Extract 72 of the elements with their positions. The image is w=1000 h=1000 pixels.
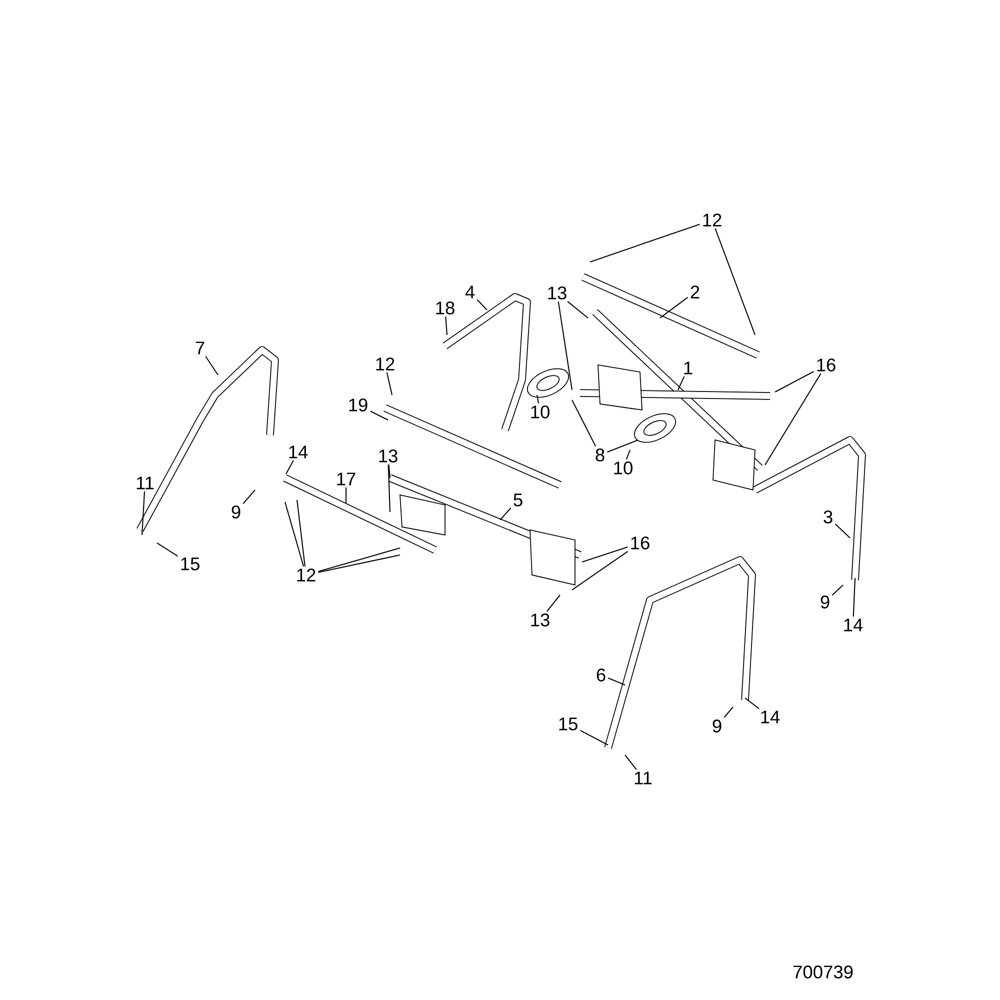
leader-line (445, 316, 448, 336)
callout-number: 14 (844, 618, 863, 632)
leader-line (590, 224, 700, 262)
leader-line (582, 546, 628, 562)
leader-line (536, 394, 540, 404)
callout-number: 18 (436, 301, 454, 314)
leader-line (476, 299, 488, 310)
callout-number: 6 (596, 668, 606, 682)
callout-number: 16 (817, 358, 836, 372)
leader-line (660, 296, 688, 318)
callout-number: 15 (559, 718, 578, 730)
callout-number: 13 (548, 286, 566, 300)
leader-line (572, 400, 596, 447)
callout-number: 9 (712, 720, 722, 732)
leader-line (546, 594, 560, 612)
leader-line (296, 500, 306, 567)
callout-number: 13 (531, 614, 550, 626)
leader-line (774, 371, 814, 392)
callout-number: 14 (289, 446, 308, 458)
drawing-number: 700739 (793, 966, 853, 978)
callout-number: 9 (232, 506, 240, 518)
callout-number: 5 (514, 494, 522, 506)
leader-line (318, 554, 400, 573)
callout-number: 11 (136, 476, 154, 490)
leader-line (744, 698, 760, 710)
leader-line (626, 450, 631, 460)
leader-line (567, 301, 588, 318)
callout-number: 7 (196, 342, 204, 354)
callout-number: 12 (297, 568, 316, 582)
callout-number: 1 (684, 362, 692, 374)
callout-number: 14 (761, 710, 780, 724)
leader-line (624, 754, 637, 770)
leader-line (580, 730, 608, 746)
callout-number: 2 (690, 286, 700, 298)
callout-number: 12 (376, 358, 394, 370)
leader-line (370, 410, 388, 420)
callout-number: 4 (465, 286, 475, 298)
callout-number: 15 (181, 558, 200, 570)
leader-line (156, 542, 178, 557)
leader-line (388, 464, 391, 512)
callout-number: 12 (703, 214, 722, 226)
leader-line (318, 547, 400, 572)
leader-line (284, 502, 304, 567)
leader-line (205, 356, 218, 376)
leader-line (286, 460, 294, 474)
callout-number: 13 (379, 450, 398, 462)
leader-line (608, 678, 626, 686)
callout-number: 11 (634, 772, 652, 784)
leader-line (834, 523, 850, 538)
leader-line (141, 491, 146, 536)
callout-number: 19 (349, 398, 368, 412)
leader-line (386, 372, 393, 396)
leader-line (388, 464, 391, 478)
leader-line (714, 228, 756, 336)
leader-line (607, 440, 638, 453)
callout-number: 3 (824, 510, 832, 524)
callout-number: 17 (337, 472, 356, 486)
callout-number: 10 (614, 461, 632, 474)
leader-line (500, 508, 512, 520)
leader-line (572, 551, 628, 590)
callout-number: 9 (820, 596, 830, 608)
callout-number: 8 (596, 448, 604, 462)
leader-line (242, 490, 256, 504)
leader-line (852, 578, 856, 617)
callout-number: 10 (531, 405, 550, 418)
leader-line (724, 706, 734, 718)
leader-line (678, 376, 685, 390)
leader-line (832, 584, 844, 596)
leader-line (558, 301, 573, 390)
leader-line (764, 373, 822, 466)
callout-number: 16 (631, 536, 650, 550)
leader-line (345, 487, 347, 503)
